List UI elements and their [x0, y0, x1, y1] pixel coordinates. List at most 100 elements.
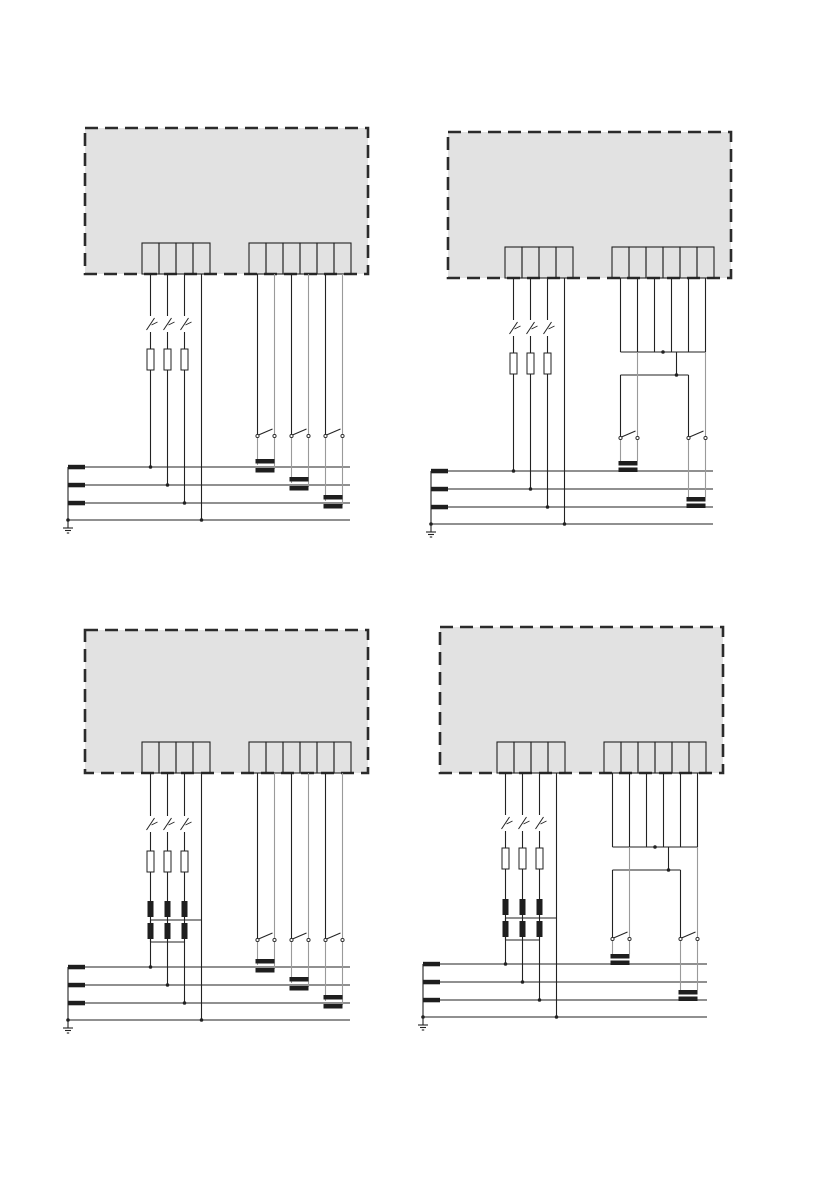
current-wiring: [256, 274, 345, 509]
junction-dot: [661, 350, 665, 354]
bar: [520, 899, 526, 915]
fuse-icon: [181, 349, 188, 370]
bar: [687, 504, 706, 509]
bar: [68, 965, 85, 970]
bar: [290, 477, 309, 482]
ground-icon: [418, 1017, 428, 1030]
diagram-3: [63, 630, 368, 1033]
bar: [324, 1004, 343, 1009]
bar: [423, 998, 440, 1003]
diagram-2: [426, 132, 731, 537]
bar: [431, 469, 448, 474]
bar: [431, 487, 448, 492]
bar: [619, 461, 638, 466]
current-wiring: [256, 773, 345, 1009]
switch-icon: [527, 322, 538, 334]
bar: [503, 899, 509, 915]
switch-icon: [619, 431, 639, 440]
fuse-icon: [527, 353, 534, 374]
switch-icon: [510, 322, 521, 334]
bus-lines: [68, 965, 350, 1020]
switch-icon: [147, 818, 158, 830]
bar: [165, 901, 171, 917]
junction-dot: [563, 522, 567, 526]
bar: [68, 465, 85, 470]
bar: [182, 923, 188, 939]
bar: [431, 505, 448, 510]
diagram-1: [63, 128, 368, 533]
bar: [290, 986, 309, 991]
switch-icon: [290, 429, 310, 438]
switch-icon: [181, 318, 192, 330]
junction-dot: [521, 980, 525, 984]
junction-dot: [200, 518, 204, 522]
bus-lines: [423, 962, 707, 1017]
device-box: [448, 132, 731, 278]
current-wiring: [619, 278, 708, 508]
bar: [324, 504, 343, 509]
bar: [423, 962, 440, 967]
ground-icon: [63, 520, 73, 533]
switch-icon: [256, 933, 276, 942]
fuse-icon: [502, 848, 509, 869]
switch-icon: [256, 429, 276, 438]
switch-icon: [544, 322, 555, 334]
bar: [290, 977, 309, 982]
bar: [165, 923, 171, 939]
junction-dot: [149, 965, 153, 969]
bar: [520, 921, 526, 937]
bar: [256, 468, 275, 473]
fuse-icon: [181, 851, 188, 872]
bar: [182, 901, 188, 917]
bar: [537, 921, 543, 937]
switch-icon: [687, 431, 707, 440]
fuse-icon: [147, 349, 154, 370]
junction-dot: [504, 962, 508, 966]
bus-lines: [431, 469, 713, 524]
junction-dot: [183, 501, 187, 505]
device-box: [85, 128, 368, 274]
junction-dot: [538, 998, 542, 1002]
switch-icon: [147, 318, 158, 330]
device-box: [440, 627, 723, 773]
bar: [68, 1001, 85, 1006]
junction-dot: [149, 465, 153, 469]
bar: [68, 483, 85, 488]
fuse-icon: [544, 353, 551, 374]
current-wiring: [611, 773, 700, 1001]
device-box: [85, 630, 368, 773]
bar: [256, 459, 275, 464]
junction-dot: [183, 1001, 187, 1005]
bar: [68, 501, 85, 506]
bar: [679, 990, 698, 995]
switch-icon: [181, 818, 192, 830]
fuse-icon: [147, 851, 154, 872]
bar: [679, 997, 698, 1002]
switch-icon: [679, 932, 699, 941]
switch-icon: [536, 817, 547, 829]
bar: [619, 468, 638, 473]
bus-lines: [68, 465, 350, 520]
ground-icon: [63, 1020, 73, 1033]
bar: [687, 497, 706, 502]
fuse-icon: [164, 349, 171, 370]
switch-icon: [290, 933, 310, 942]
switch-icon: [164, 318, 175, 330]
junction-dot: [555, 1015, 559, 1019]
junction-dot: [653, 845, 657, 849]
switch-icon: [324, 933, 344, 942]
bar: [290, 486, 309, 491]
junction-dot: [529, 487, 533, 491]
junction-dot: [166, 483, 170, 487]
junction-dot: [166, 983, 170, 987]
bar: [148, 901, 154, 917]
bar: [256, 968, 275, 973]
fuse-icon: [536, 848, 543, 869]
junction-dot: [512, 469, 516, 473]
switch-icon: [502, 817, 513, 829]
bar: [537, 899, 543, 915]
bar: [611, 954, 630, 959]
bar: [423, 980, 440, 985]
junction-dot: [546, 505, 550, 509]
